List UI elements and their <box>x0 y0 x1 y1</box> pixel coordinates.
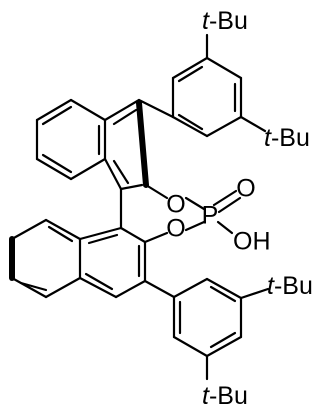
atom-o-double: O <box>236 175 255 203</box>
group-hydroxyl: OH <box>233 228 271 256</box>
atom-o-lower: O <box>166 215 185 243</box>
tbu-label-upper-right: t-Bu <box>264 124 310 152</box>
upper-naphthalene <box>35 98 175 191</box>
tbu-label-top: t-Bu <box>202 7 248 35</box>
tbu-label-bottom: t-Bu <box>202 382 248 410</box>
phosphate-bridge <box>143 183 242 244</box>
tbu-label-lower-right: t-Bu <box>267 272 313 300</box>
atom-o-upper: O <box>166 191 185 219</box>
upper-aryl-ring <box>171 33 267 138</box>
lower-aryl-ring <box>143 277 270 381</box>
atom-phosphorus: P <box>202 202 219 230</box>
lower-naphthalene <box>9 218 147 299</box>
